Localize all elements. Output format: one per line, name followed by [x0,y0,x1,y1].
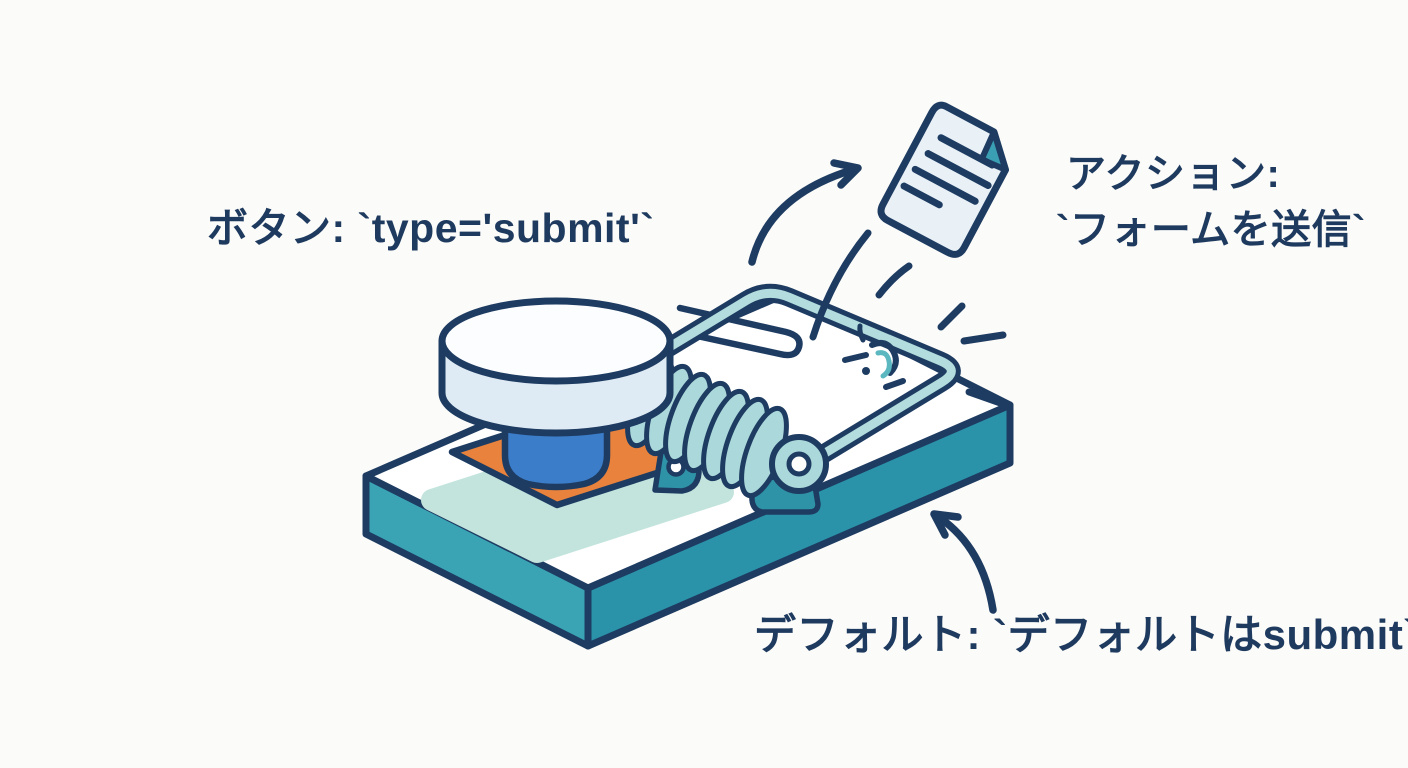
cap-top [438,297,674,385]
spring-coil-end [769,434,829,494]
label-action: アクション: `フォームを送信` [1056,146,1366,258]
swoosh-short [875,262,913,299]
arrow-up-to-document-icon [748,159,862,266]
speed-stroke-1 [937,302,966,331]
round-button-cap [438,297,674,437]
inner-bar-wire [676,304,803,359]
motion-lines [809,229,1007,408]
speed-stroke-2 [960,331,1007,345]
speed-stroke-3 [965,388,1007,408]
label-action-line2: `フォームを送信` [1056,208,1366,252]
document-text-lines [900,134,996,209]
flying-document-icon [877,101,1010,258]
arrow-to-trap-base-icon [930,510,997,614]
label-button-type: ボタン: `type='submit'` [207,205,655,251]
swoosh-long [809,229,872,341]
latch-hook [842,323,906,390]
label-action-line1: アクション: [1066,152,1281,196]
label-default-behavior: デフォルト: `デフォルトはsubmit` [754,611,1408,658]
